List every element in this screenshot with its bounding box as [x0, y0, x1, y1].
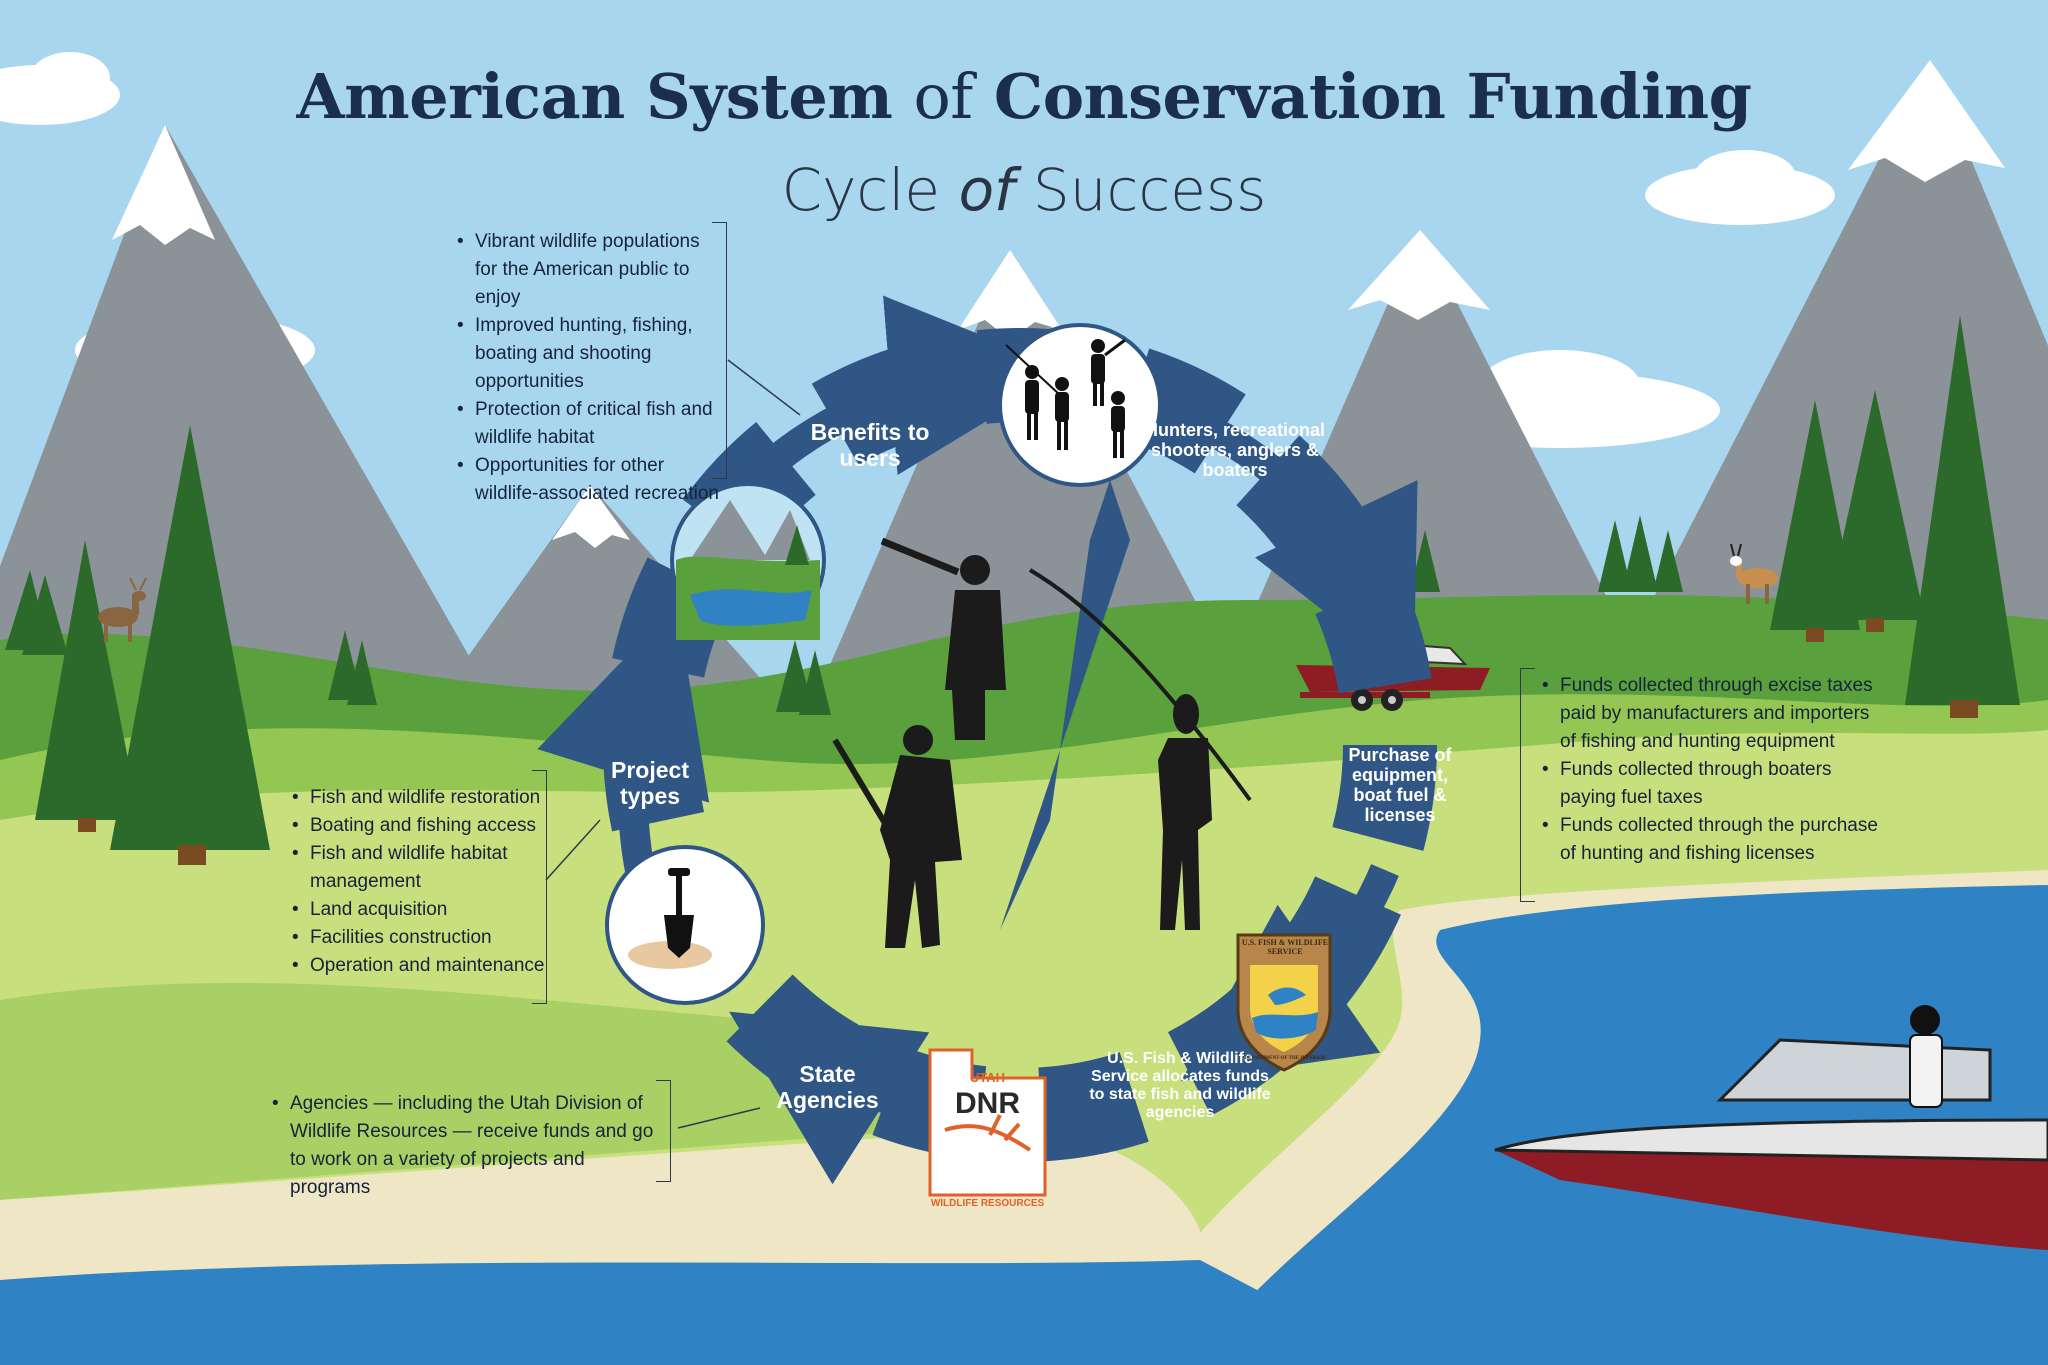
bracket-projects [532, 770, 547, 1004]
hunters-group-icon [998, 323, 1162, 487]
page-subtitle: Cycle of Success [0, 156, 2048, 224]
subtitle-part-1: Cycle [781, 156, 941, 224]
bracket-benefits [712, 222, 727, 479]
front-water [0, 1260, 1400, 1365]
subtitle-part-2: of [958, 156, 1015, 224]
hunter-silhouette-icon [832, 537, 1006, 948]
title-part-2: of [913, 60, 973, 133]
cycle-label-state: State Agencies [776, 1061, 879, 1113]
bracket-purchase [1520, 668, 1535, 902]
note-item: Funds collected through excise taxes pai… [1540, 672, 1890, 756]
fws-logo-top: U.S. FISH & WILDLIFE SERVICE [1241, 938, 1329, 956]
fws-logo [1236, 933, 1332, 1072]
note-item: Protection of critical fish and wildlife… [455, 396, 720, 452]
note-item: Opportunities for other wildlife-associa… [455, 452, 720, 508]
dnr-logo [928, 1048, 1047, 1197]
title-part-3: Conservation Funding [993, 60, 1752, 133]
note-item: Fish and wildlife restoration [290, 784, 545, 812]
lake [1200, 885, 2048, 1365]
notes-projects: Fish and wildlife restoration Boating an… [290, 784, 545, 980]
dnr-logo-mid: DNR [955, 1087, 1020, 1120]
note-item: Funds collected through boaters paying f… [1540, 756, 1890, 812]
angler-silhouette-icon [1028, 568, 1252, 930]
cycle-label-purchase: Purchase of equipment, boat fuel & licen… [1348, 745, 1452, 826]
note-item: Facilities construction [290, 924, 545, 952]
notes-state: Agencies — including the Utah Division o… [270, 1090, 665, 1202]
shovel-icon [605, 845, 765, 1005]
bracket-state [656, 1080, 671, 1182]
leader-lines [545, 359, 801, 1129]
pine-trees [5, 315, 2020, 865]
landscape-icon [670, 482, 826, 640]
dnr-logo-top: UTAH [969, 1070, 1006, 1085]
fws-logo-bottom: DEPARTMENT OF THE INTERIOR [1244, 1056, 1326, 1061]
pronghorn-icon [1730, 543, 1778, 604]
speedboat-icon [1494, 1005, 2048, 1250]
cycle-label-hunters: Hunters, recreational shooters, anglers … [1144, 420, 1326, 481]
cycle-label-benefits: Benefits to users [810, 419, 930, 471]
notes-benefits: Vibrant wildlife populations for the Ame… [455, 228, 720, 508]
deer-icon [98, 577, 147, 642]
note-item: Improved hunting, fishing, boating and s… [455, 312, 720, 396]
note-item: Land acquisition [290, 896, 545, 924]
notes-purchase: Funds collected through excise taxes pai… [1540, 672, 1890, 868]
note-item: Boating and fishing access [290, 812, 545, 840]
note-item: Operation and maintenance [290, 952, 545, 980]
subtitle-part-3: Success [1032, 156, 1267, 224]
note-item: Fish and wildlife habitat management [290, 840, 545, 896]
title-part-1: American System [296, 60, 893, 133]
cycle-label-projects: Project types [611, 757, 689, 809]
cycle-label-usfws: U.S. Fish & Wildlife Service allocates f… [1089, 1050, 1271, 1121]
note-item: Funds collected through the purchase of … [1540, 812, 1890, 868]
page-title: American System of Conservation Funding [0, 60, 2048, 133]
note-item: Agencies — including the Utah Division o… [270, 1090, 665, 1202]
dnr-logo-bottom: WILDLIFE RESOURCES [930, 1198, 1045, 1209]
note-item: Vibrant wildlife populations for the Ame… [455, 228, 720, 312]
